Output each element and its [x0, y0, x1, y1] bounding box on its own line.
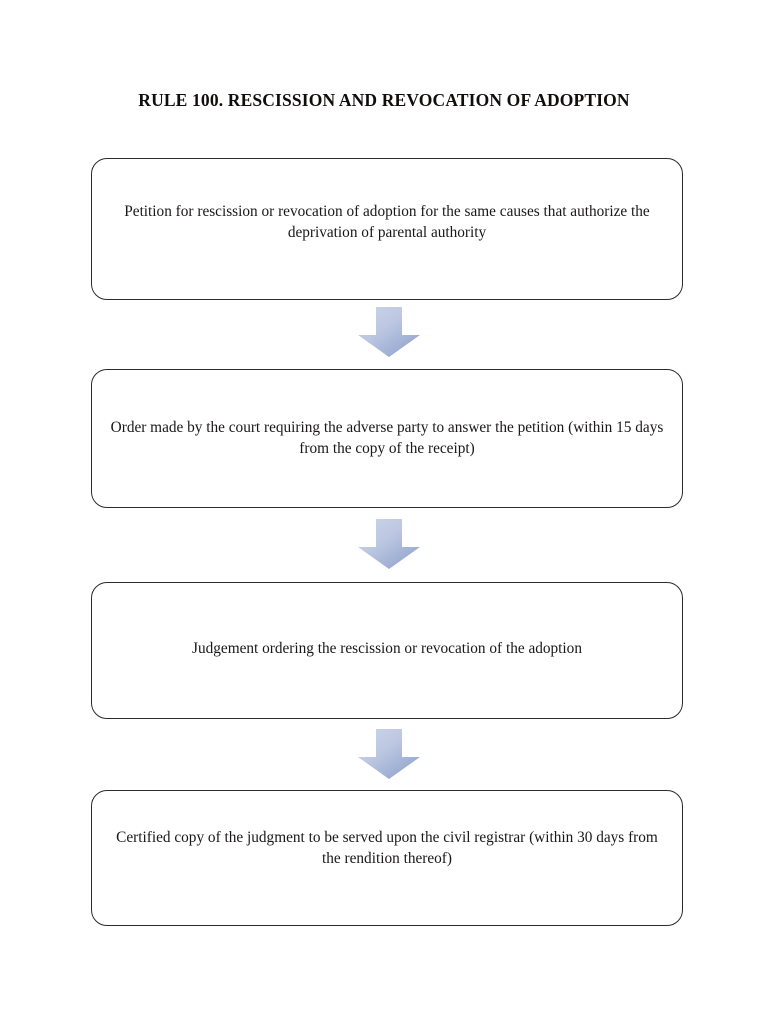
flow-node-step-2-label: Order made by the court requiring the ad… — [110, 418, 664, 457]
flow-node-step-2: Order made by the court requiring the ad… — [91, 369, 683, 508]
flow-node-step-3: Judgement ordering the rescission or rev… — [91, 582, 683, 719]
flow-node-step-3-label: Judgement ordering the rescission or rev… — [192, 640, 582, 657]
down-arrow-icon — [357, 729, 421, 779]
flow-node-step-1: Petition for rescission or revocation of… — [91, 158, 683, 300]
down-arrow-icon — [357, 519, 421, 569]
flow-node-step-4: Certified copy of the judgment to be ser… — [91, 790, 683, 926]
page-title: RULE 100. RESCISSION AND REVOCATION OF A… — [138, 90, 630, 110]
flow-node-step-1-label: Petition for rescission or revocation of… — [124, 203, 650, 241]
flow-node-step-4-label: Certified copy of the judgment to be ser… — [116, 829, 658, 867]
down-arrow-icon — [357, 307, 421, 357]
